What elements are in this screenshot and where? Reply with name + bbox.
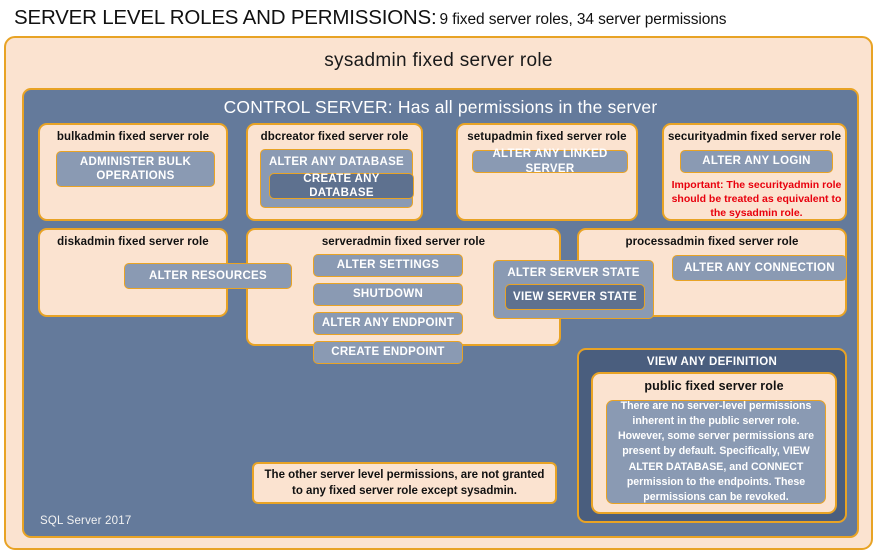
control-server-title: CONTROL SERVER: Has all permissions in t… <box>223 97 658 117</box>
role-card-serveradmin: serveradmin fixed server role ALTER SETT… <box>246 228 561 364</box>
permission-alter-any-connection[interactable]: ALTER ANY CONNECTION <box>672 255 847 281</box>
role-title-processadmin: processadmin fixed server role <box>625 236 799 248</box>
permission-alter-any-login[interactable]: ALTER ANY LOGIN <box>680 150 833 173</box>
permission-alter-any-linked-server[interactable]: ALTER ANY LINKED SERVER <box>472 148 628 175</box>
role-title-bulkadmin: bulkadmin fixed server role <box>56 131 210 143</box>
role-card-dbcreator: dbcreator fixed server role ALTER ANY DA… <box>246 123 423 221</box>
permission-view-server-state[interactable]: VIEW SERVER STATE <box>505 284 645 310</box>
page-subtitle: 9 fixed server roles, 34 server permissi… <box>439 11 727 28</box>
permission-create-any-database[interactable]: CREATE ANY DATABASE <box>269 173 414 199</box>
note-other-permissions: The other server level permissions, are … <box>252 462 557 504</box>
role-title-securityadmin: securityadmin fixed server role <box>667 131 842 143</box>
role-card-securityadmin: securityadmin fixed server role ALTER AN… <box>662 123 847 221</box>
role-title-dbcreator: dbcreator fixed server role <box>260 131 409 143</box>
sysadmin-role-title: sysadmin fixed server role <box>324 50 553 71</box>
role-card-bulkadmin: bulkadmin fixed server role ADMINISTER B… <box>38 123 228 221</box>
control-server-panel: CONTROL SERVER: Has all permissions in t… <box>22 88 859 538</box>
permission-alter-server-state-label: ALTER SERVER STATE <box>507 267 640 279</box>
permission-alter-any-database-label: ALTER ANY DATABASE <box>268 156 405 168</box>
permission-alter-settings[interactable]: ALTER SETTINGS <box>313 254 463 277</box>
page-header: SERVER LEVEL ROLES AND PERMISSIONS:9 fix… <box>14 6 874 34</box>
permission-view-any-definition[interactable]: VIEW ANY DEFINITION <box>646 356 778 368</box>
securityadmin-warning-text: Important: The securityadmin role should… <box>671 179 842 220</box>
product-version-label: SQL Server 2017 <box>40 515 132 527</box>
role-title-public: public fixed server role <box>644 379 784 393</box>
permission-alter-resources[interactable]: ALTER RESOURCES <box>124 263 292 289</box>
role-card-setupadmin: setupadmin fixed server role ALTER ANY L… <box>456 123 638 221</box>
permission-shutdown[interactable]: SHUTDOWN <box>313 283 463 306</box>
public-role-description: There are no server-level permissions in… <box>606 400 826 504</box>
role-title-serveradmin: serveradmin fixed server role <box>321 236 486 248</box>
sysadmin-role-container: sysadmin fixed server role CONTROL SERVE… <box>4 36 873 550</box>
role-card-public: public fixed server role There are no se… <box>591 372 837 514</box>
role-title-setupadmin: setupadmin fixed server role <box>467 131 627 143</box>
view-any-definition-group: VIEW ANY DEFINITION public fixed server … <box>577 348 847 523</box>
role-title-diskadmin: diskadmin fixed server role <box>57 236 209 248</box>
permission-create-endpoint[interactable]: CREATE ENDPOINT <box>313 341 463 364</box>
page-title: SERVER LEVEL ROLES AND PERMISSIONS: <box>14 6 437 29</box>
permission-administer-bulk-operations[interactable]: ADMINISTER BULK OPERATIONS <box>56 151 215 187</box>
permission-alter-any-endpoint[interactable]: ALTER ANY ENDPOINT <box>313 312 463 335</box>
